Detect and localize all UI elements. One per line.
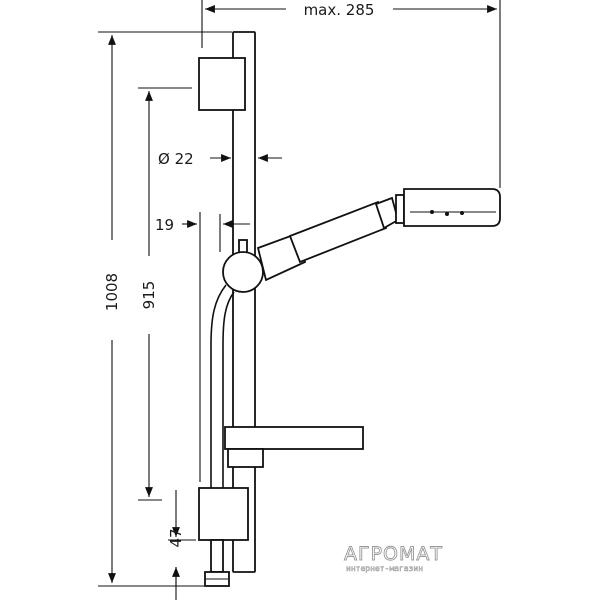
dimension-wall-offset-label: 19 bbox=[155, 216, 174, 234]
shower-hose bbox=[210, 284, 235, 488]
dimension-bar-length-label: 915 bbox=[140, 281, 158, 310]
dimension-wall-offset: 19 bbox=[155, 212, 250, 482]
dimension-max-reach: max. 285 bbox=[201, 0, 501, 188]
watermark-logo: АГРОМАТ интернет-магазин bbox=[344, 543, 443, 574]
soap-dish bbox=[224, 426, 364, 468]
bottom-wall-bracket bbox=[198, 487, 249, 541]
dimension-diameter-label: Ø 22 bbox=[158, 150, 194, 168]
dimension-total-height-label: 1008 bbox=[103, 273, 121, 311]
dimension-max-reach-label: max. 285 bbox=[304, 1, 375, 19]
dimension-bottom-offset-label: 47 bbox=[167, 528, 185, 547]
top-wall-bracket bbox=[198, 57, 246, 111]
dimension-bottom-offset: 47 bbox=[167, 490, 196, 600]
hand-shower bbox=[256, 188, 501, 282]
dimension-diameter: Ø 22 bbox=[158, 150, 282, 168]
hose-connector bbox=[204, 539, 230, 587]
dimension-total-height: 1008 bbox=[98, 31, 232, 587]
dimension-bar-length: 915 bbox=[138, 87, 192, 501]
watermark-tagline: интернет-магазин bbox=[346, 564, 423, 573]
shower-slider bbox=[222, 239, 264, 293]
watermark-brand: АГРОМАТ bbox=[344, 543, 443, 565]
